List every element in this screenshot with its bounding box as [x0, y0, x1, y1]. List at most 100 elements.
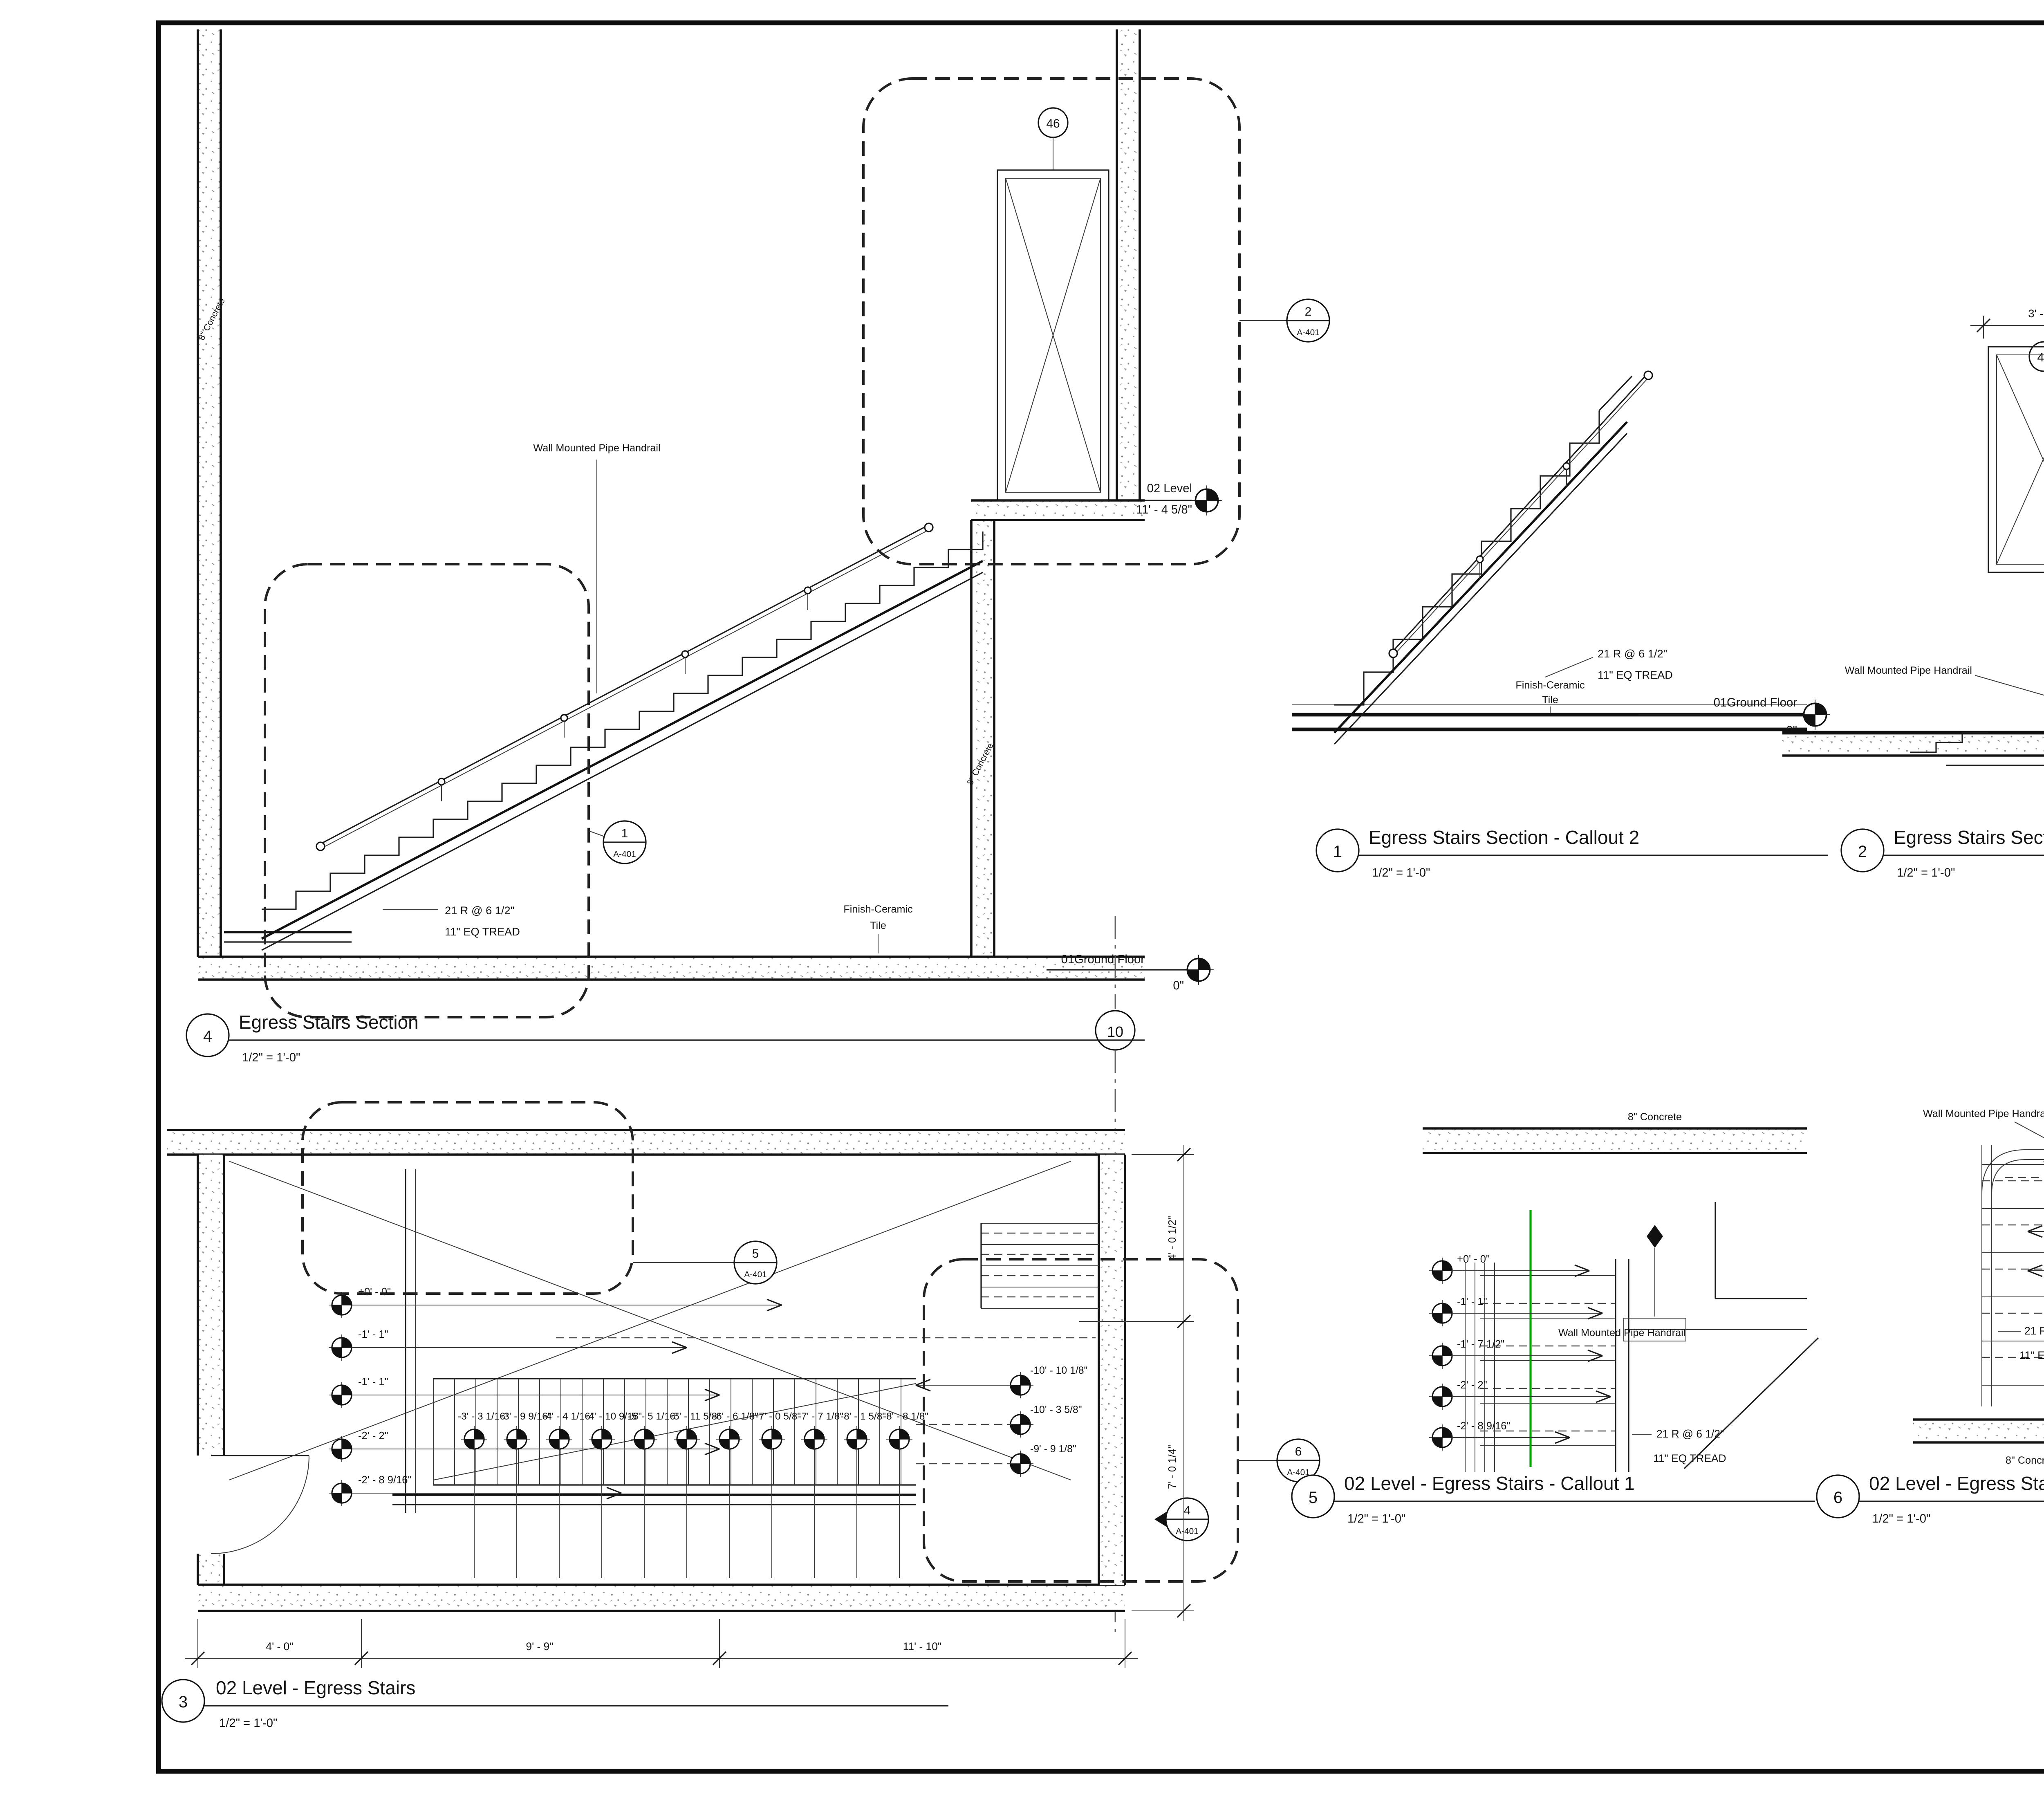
- svg-text:-9' - 9 1/8": -9' - 9 1/8": [1030, 1444, 1076, 1455]
- concrete-wall: [167, 1130, 1125, 1155]
- riser-note: 21 R @ 6 1/2": [2024, 1325, 2044, 1337]
- svg-text:1: 1: [1333, 843, 1342, 861]
- handrail: [1388, 370, 1653, 658]
- view-3-plan: +0' - 0" -1' - 1" -1' - 1" -2' - 2" -2' …: [161, 1101, 1320, 1730]
- svg-text:02 Level - Egress Stairs: 02 Level - Egress Stairs: [216, 1677, 415, 1698]
- callout-tag-5: 5 A-401: [633, 1240, 778, 1285]
- svg-text:4: 4: [203, 1027, 212, 1045]
- svg-text:-4' - 4 1/16": -4' - 4 1/16": [543, 1411, 594, 1422]
- svg-text:-2' - 2": -2' - 2": [358, 1430, 388, 1442]
- callout-boundary-2: [862, 77, 1241, 565]
- svg-text:-10' - 10 1/8": -10' - 10 1/8": [1030, 1365, 1087, 1376]
- svg-text:A-401: A-401: [1297, 328, 1320, 337]
- spot-elevations-left: +0' - 0" -1' - 1" -1' - 1" -2' - 2" -2' …: [328, 1286, 1096, 1507]
- svg-text:-1' - 1": -1' - 1": [358, 1329, 388, 1340]
- concrete-wall: [198, 1155, 224, 1456]
- svg-text:-1' - 7 1/2": -1' - 7 1/2": [1457, 1339, 1504, 1350]
- svg-text:6: 6: [1295, 1445, 1302, 1458]
- stair-treads: [1981, 1145, 2044, 1406]
- svg-text:2: 2: [1305, 305, 1312, 318]
- svg-text:Egress Stairs Section - Callou: Egress Stairs Section - Callout 1: [1894, 827, 2044, 848]
- view-1-section-callout-2: 21 R @ 6 1/2" 11" EQ TREAD Finish-Cerami…: [1292, 370, 1830, 879]
- concrete-wall: [198, 1554, 224, 1585]
- svg-text:-8' - 1 5/8": -8' - 1 5/8": [840, 1411, 886, 1422]
- svg-text:11' - 4 5/8": 11' - 4 5/8": [1136, 503, 1192, 516]
- floor-slab: [198, 957, 1145, 980]
- svg-text:1/2" = 1'-0": 1/2" = 1'-0": [1872, 1512, 1930, 1525]
- finish-note: Finish-Ceramic: [1515, 680, 1585, 691]
- svg-text:02 Level: 02 Level: [1147, 482, 1192, 495]
- svg-text:A-401: A-401: [1287, 1468, 1310, 1477]
- callout-boundary-1: [264, 563, 590, 1018]
- dimension-line: 3' - 4" 8": [1970, 307, 2044, 339]
- svg-text:10: 10: [1107, 1023, 1123, 1040]
- svg-text:+0' - 0": +0' - 0": [1457, 1254, 1490, 1265]
- view-2-section-callout-1: 3' - 4" 8" 46 8" Concrete Wall Mounted P…: [1782, 307, 2044, 879]
- handrail-label: Wall Mounted Pipe Handrail: [533, 442, 660, 454]
- stair-treads: [980, 1223, 1099, 1309]
- svg-text:4: 4: [1184, 1504, 1191, 1517]
- svg-text:Egress Stairs Section: Egress Stairs Section: [239, 1012, 419, 1033]
- svg-text:4' - 0 1/2": 4' - 0 1/2": [1167, 1216, 1178, 1260]
- svg-text:4' - 0": 4' - 0": [266, 1640, 293, 1653]
- door-tag: 46: [2037, 351, 2044, 364]
- spot-elevations: -10' - 10 1/8" -10' - 3 5/8" -9' - 9 1/8…: [2005, 1161, 2044, 1277]
- svg-text:7' - 0 1/4": 7' - 0 1/4": [1167, 1445, 1178, 1489]
- svg-text:-6' - 6 1/8": -6' - 6 1/8": [713, 1411, 758, 1422]
- svg-text:-2' - 8 9/16": -2' - 8 9/16": [358, 1474, 412, 1486]
- callout-boundary-6: [923, 1258, 1239, 1583]
- svg-text:02 Level - Egress Stairs - Cal: 02 Level - Egress Stairs - Callout 2: [1869, 1473, 2044, 1494]
- svg-text:01Ground Floor: 01Ground Floor: [1061, 953, 1145, 966]
- svg-text:3: 3: [179, 1693, 188, 1711]
- svg-text:-7' - 7 1/8": -7' - 7 1/8": [798, 1411, 843, 1422]
- svg-text:01Ground Floor: 01Ground Floor: [1714, 696, 1797, 709]
- concrete-note: 8" Concrete: [2006, 1455, 2044, 1466]
- view-6-plan-callout-2: Wall Mounted Pipe Handrail 10 -10' -: [1816, 1108, 2044, 1525]
- concrete-wall: [198, 29, 221, 957]
- landing-slab: [971, 500, 1145, 520]
- door-tag: 46: [1046, 117, 1060, 130]
- level-marker-02: 02 Level 11' - 4 5/8": [1136, 482, 1222, 516]
- svg-text:+0' - 0": +0' - 0": [358, 1286, 391, 1298]
- door-tag-circle: [2028, 341, 2044, 372]
- svg-text:A-401: A-401: [613, 850, 636, 859]
- dim-text: 3' - 4": [2028, 307, 2044, 320]
- handrail-label: Wall Mounted Pipe Handrail: [1558, 1327, 1685, 1339]
- concrete-wall: [971, 520, 994, 957]
- handrail-label: Wall Mounted Pipe Handrail: [1923, 1108, 2044, 1119]
- svg-text:0": 0": [1173, 979, 1184, 992]
- svg-text:-1' - 1": -1' - 1": [1457, 1296, 1487, 1308]
- svg-text:1/2" = 1'-0": 1/2" = 1'-0": [1347, 1512, 1405, 1525]
- svg-text:-2' - 2": -2' - 2": [1457, 1379, 1487, 1391]
- svg-text:1/2" = 1'-0": 1/2" = 1'-0": [1897, 866, 1955, 879]
- concrete-wall: [1099, 1155, 1125, 1585]
- svg-text:-8' - 8 1/8": -8' - 8 1/8": [883, 1411, 928, 1422]
- svg-text:-10' - 3 5/8": -10' - 3 5/8": [1030, 1404, 1082, 1415]
- dimension-line: 4' - 0" 9' - 9" 11' - 10": [185, 1619, 1138, 1668]
- section-tag-4: 4 A-401: [1154, 1497, 1209, 1541]
- svg-text:1/2" = 1'-0": 1/2" = 1'-0": [219, 1717, 277, 1730]
- riser-note: 21 R @ 6 1/2": [1598, 647, 1667, 660]
- spot-elevations-right: -10' - 10 1/8" -10' - 3 5/8" -9' - 9 1/8…: [915, 1365, 1087, 1478]
- stair-treads: [1465, 1259, 1629, 1472]
- svg-text:6: 6: [1833, 1489, 1842, 1507]
- finish-note: Finish-Ceramic: [843, 904, 912, 915]
- stair-steps: [1910, 732, 1988, 753]
- svg-text:-5' - 5 1/16": -5' - 5 1/16": [628, 1411, 679, 1422]
- concrete-wall: [1117, 29, 1140, 500]
- view-1-title: 1 Egress Stairs Section - Callout 2 1/2"…: [1316, 827, 1828, 879]
- svg-text:1/2" = 1'-0": 1/2" = 1'-0": [242, 1051, 300, 1064]
- handrail-label: Wall Mounted Pipe Handrail: [1845, 665, 1972, 676]
- view-3-title: 3 02 Level - Egress Stairs 1/2" = 1'-0": [161, 1677, 948, 1730]
- svg-text:Tile: Tile: [870, 920, 886, 931]
- svg-text:5: 5: [1309, 1489, 1318, 1507]
- concrete-wall: [1913, 1420, 2044, 1442]
- view-4-title: 4 Egress Stairs Section 1/2" = 1'-0": [186, 1012, 1145, 1064]
- svg-text:-7' - 0 5/8": -7' - 0 5/8": [755, 1411, 801, 1422]
- svg-text:-1' - 1": -1' - 1": [358, 1376, 388, 1388]
- view-2-title: 2 Egress Stairs Section - Callout 1 1/2"…: [1840, 827, 2044, 879]
- svg-text:1/2" = 1'-0": 1/2" = 1'-0": [1372, 866, 1430, 879]
- riser-note: 21 R @ 6 1/2": [445, 904, 514, 917]
- tread-note: 11" EQ TREAD: [2019, 1349, 2044, 1361]
